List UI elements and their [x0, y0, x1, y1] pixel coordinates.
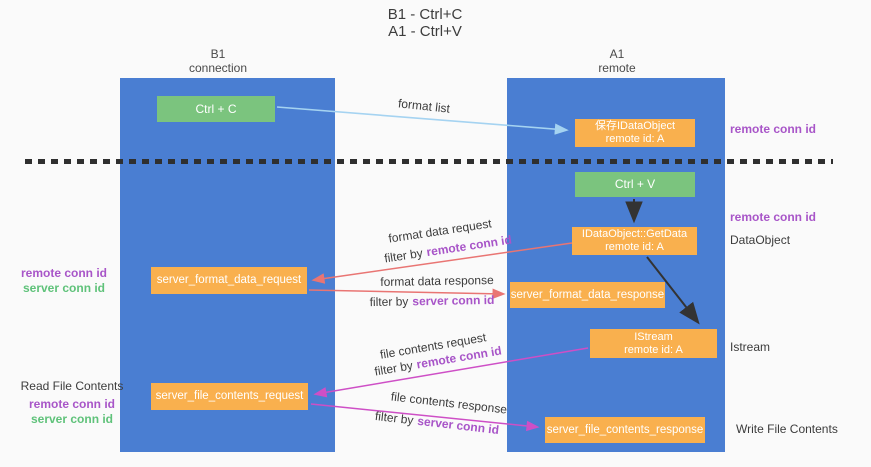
column-header-b1: B1 connection	[148, 47, 288, 75]
server-conn-id-text: server conn id	[416, 413, 500, 438]
format-data-response-label: format data response	[380, 273, 494, 289]
server-format-data-response-box: server_format_data_response	[510, 282, 665, 308]
save-idataobject-title: 保存IDataObject	[594, 120, 676, 132]
server-file-contents-request-box: server_file_contents_request	[151, 383, 308, 410]
save-idataobject-remote-id: remote id: A	[605, 133, 665, 145]
column-a1-role: remote	[598, 61, 636, 75]
diagram-title: B1 - Ctrl+C A1 - Ctrl+V	[325, 6, 525, 40]
ctrl-v-box: Ctrl + V	[575, 172, 695, 197]
read-file-contents-block: Read File Contents remote conn id server…	[16, 379, 128, 427]
server-conn-id-left-label-1: server conn id	[22, 281, 106, 295]
remote-conn-id-left-label-2: remote conn id	[28, 397, 115, 411]
filter-by-text: filter by	[374, 408, 415, 428]
column-header-a1: A1 remote	[547, 47, 687, 75]
format-list-label: format list	[397, 96, 451, 116]
left-conn-id-block: remote conn id server conn id	[14, 266, 114, 296]
save-idataobject-box: 保存IDataObject remote id: A	[575, 119, 695, 147]
remote-conn-id-side-label-mid: remote conn id	[730, 210, 817, 224]
write-file-contents-label: Write File Contents	[736, 422, 838, 436]
idataobject-getdata-box: IDataObject::GetData remote id: A	[572, 227, 697, 255]
server-format-data-request-box: server_format_data_request	[151, 267, 307, 294]
server-file-contents-response-box: server_file_contents_response	[545, 417, 705, 443]
istream-remote-id: remote id: A	[624, 343, 683, 356]
istream-title: IStream	[634, 330, 673, 343]
title-line-1: B1 - Ctrl+C	[387, 6, 463, 23]
getdata-title: IDataObject::GetData	[581, 228, 688, 240]
column-b1-role: connection	[188, 61, 248, 75]
filter-by-text: filter by	[383, 245, 424, 266]
server-conn-id-text: server conn id	[412, 292, 495, 309]
session-divider-dashed-line	[25, 159, 833, 164]
filter-by-text: filter by	[373, 358, 414, 379]
filter-by-text: filter by	[369, 294, 409, 310]
ctrl-c-box: Ctrl + C	[157, 96, 275, 122]
column-b1-name: B1	[210, 47, 226, 61]
remote-conn-id-left-label-1: remote conn id	[20, 266, 107, 280]
getdata-remote-id: remote id: A	[605, 241, 664, 253]
column-a1-name: A1	[609, 47, 625, 61]
server-conn-id-left-label-2: server conn id	[30, 412, 114, 426]
read-file-contents-label: Read File Contents	[20, 379, 124, 393]
dataobject-side-label: DataObject	[730, 233, 791, 247]
istream-side-label: Istream	[730, 340, 771, 354]
remote-conn-id-side-label-top: remote conn id	[730, 122, 817, 136]
title-line-2: A1 - Ctrl+V	[388, 23, 462, 40]
istream-box: IStream remote id: A	[590, 329, 717, 358]
